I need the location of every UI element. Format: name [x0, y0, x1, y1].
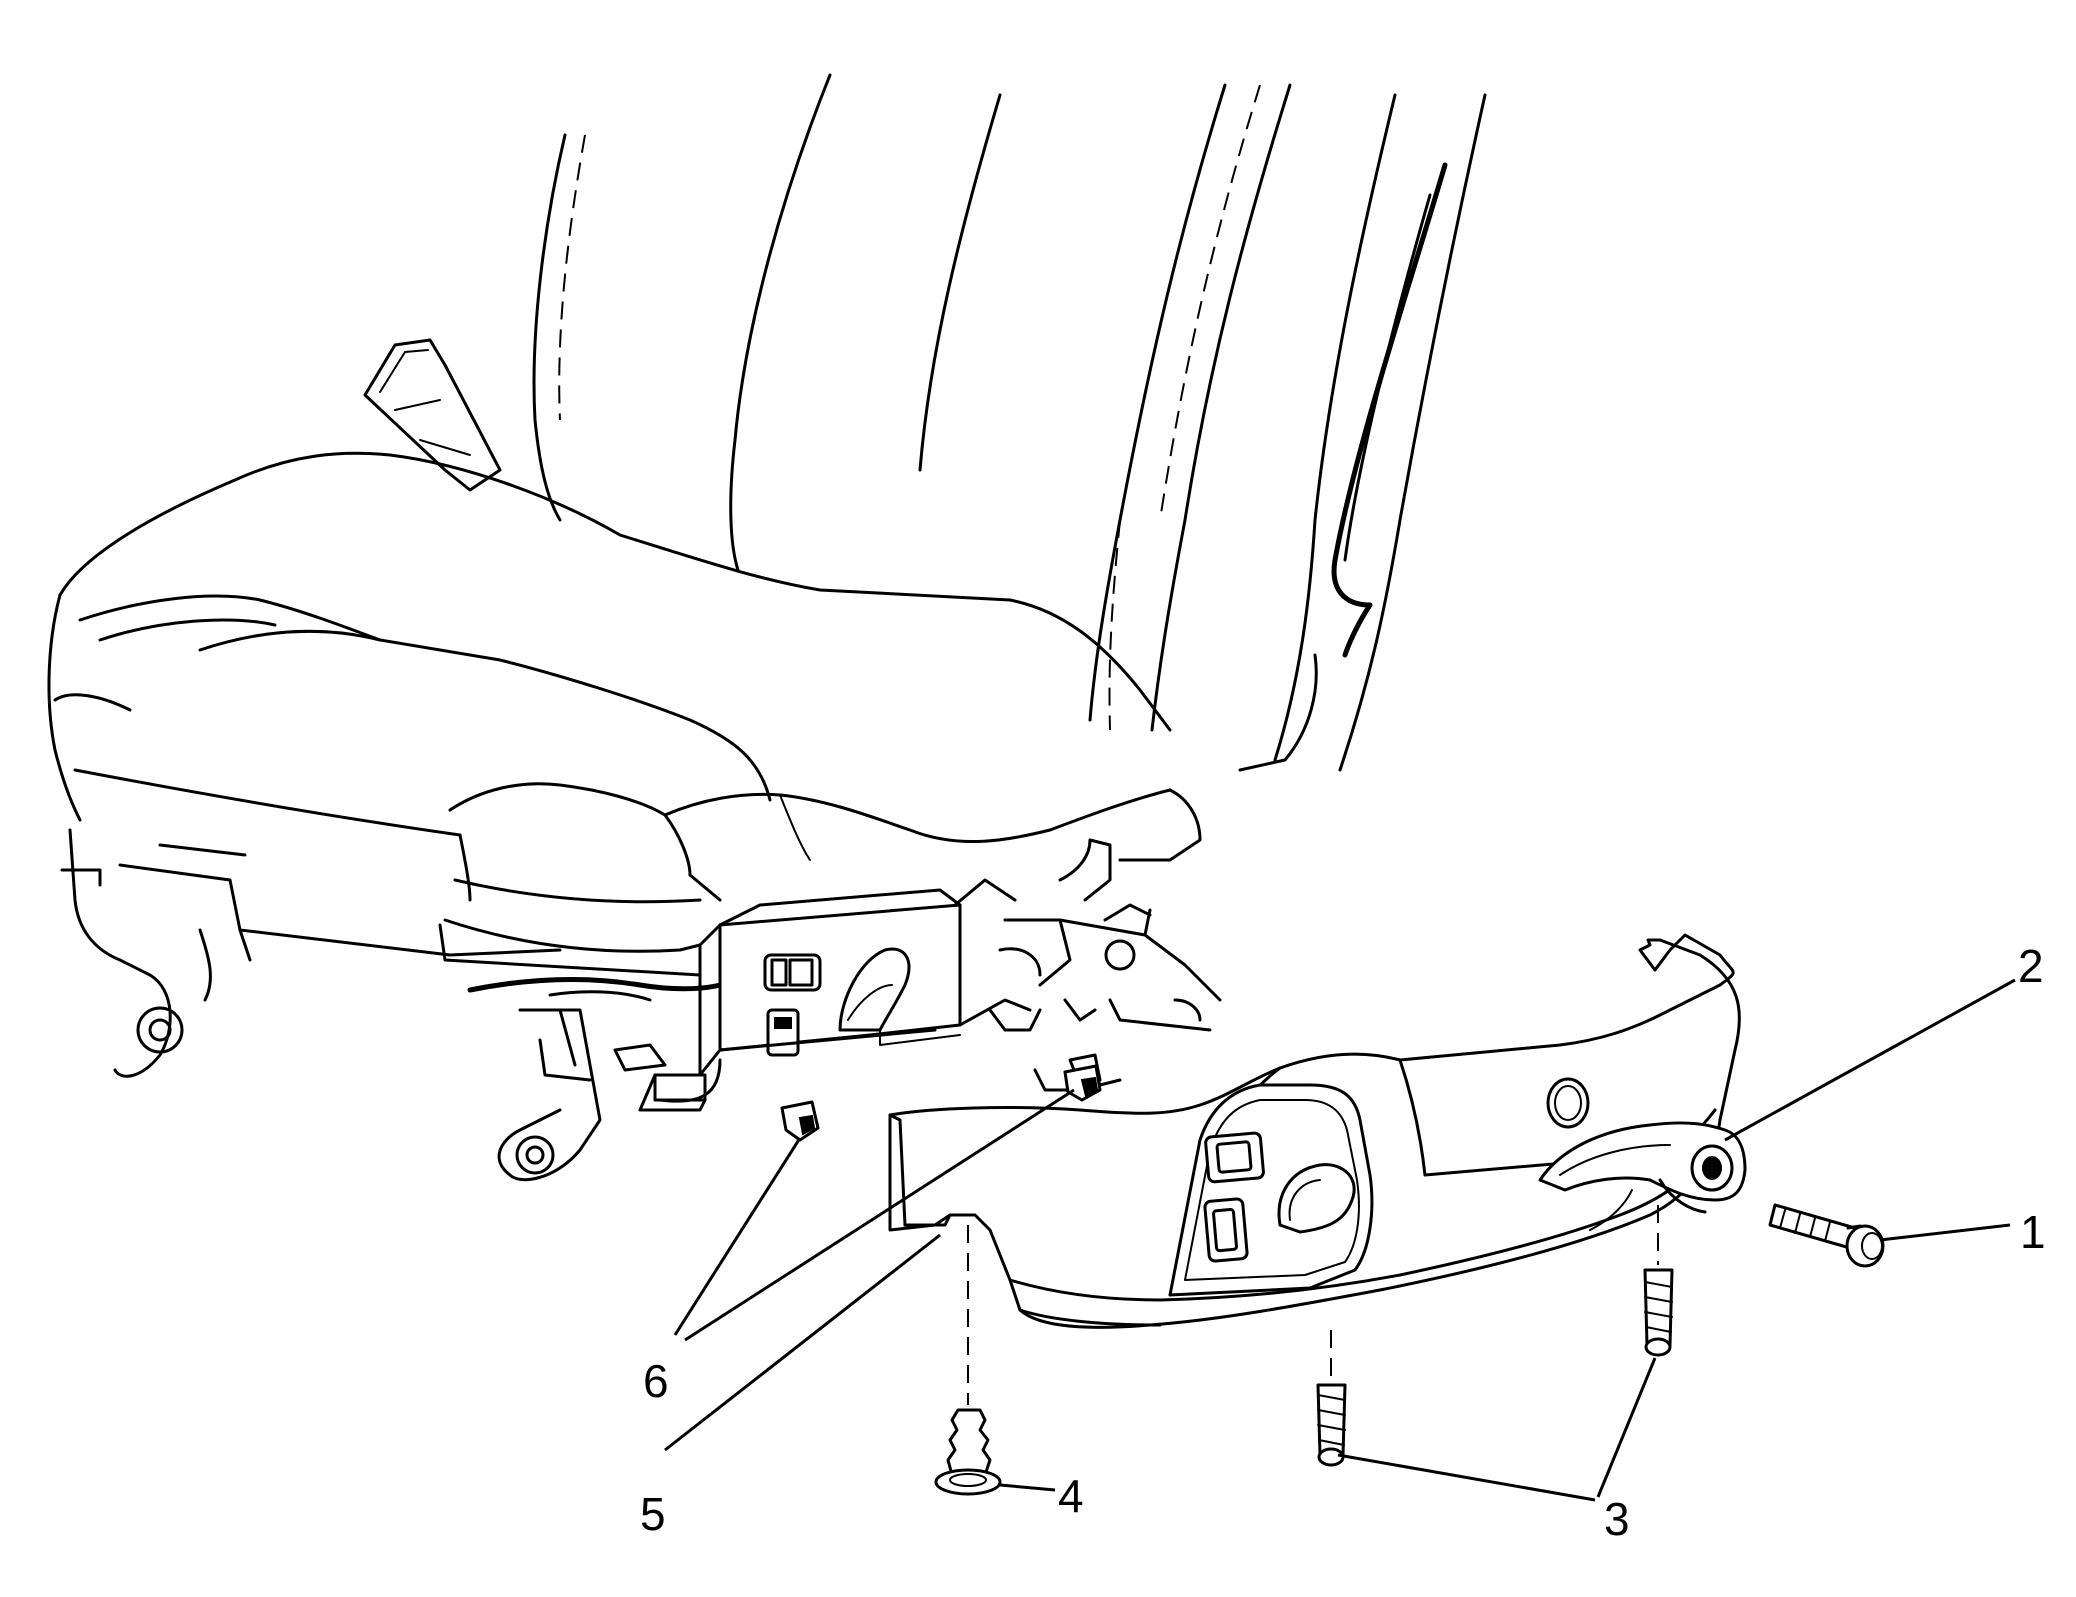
callout-3: 3: [1604, 1493, 1630, 1545]
callout-6: 6: [643, 1355, 669, 1407]
push-pin-retainer: [934, 1225, 1002, 1496]
handle-screw: [1768, 1203, 1885, 1268]
panel-screw-right: [1643, 1205, 1674, 1357]
seat-center-mechanism: [953, 838, 1222, 1092]
callout-4: 4: [1058, 1470, 1084, 1522]
retainer-clip-right: [1063, 1064, 1102, 1102]
retainer-clip-left: [780, 1100, 820, 1142]
seat-switch-module: [613, 888, 962, 1112]
seat-cushion: [47, 451, 1202, 977]
recline-handle: [1538, 1121, 1747, 1214]
outer-trim-panel: [888, 933, 1741, 1329]
callout-5: 5: [640, 1488, 666, 1540]
callout-1: 1: [2020, 1206, 2046, 1258]
panel-screw-left: [1316, 1330, 1347, 1467]
seat-track-left: [60, 828, 723, 1182]
seat-back: [532, 73, 1487, 772]
leader-lines: [664, 978, 2016, 1502]
callout-labels: 1 2 3 4 5 6: [640, 940, 2046, 1545]
seatbelt-buckle: [363, 338, 502, 492]
callout-2: 2: [2018, 940, 2044, 992]
